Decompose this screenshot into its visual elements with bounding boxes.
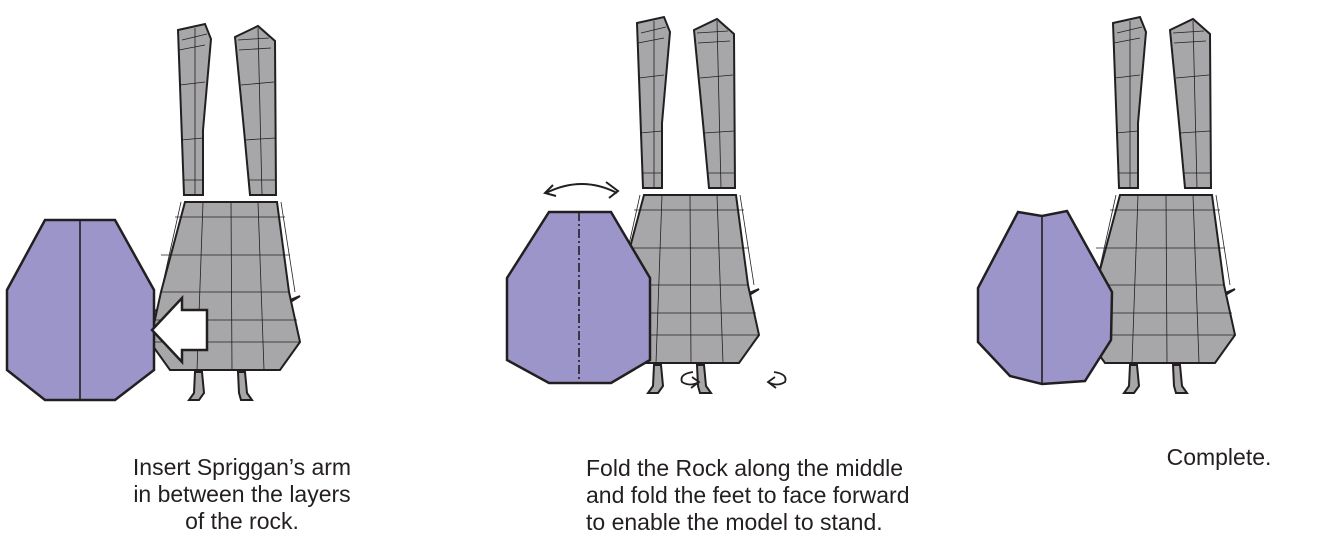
caption-line: of the rock. (131, 508, 353, 535)
caption-line: Insert Spriggan’s arm (131, 454, 353, 481)
step1-caption: Insert Spriggan’s arm in between the lay… (131, 454, 353, 535)
caption-line: to enable the model to stand. (586, 509, 880, 536)
caption-line: Complete. (1134, 444, 1304, 471)
caption-line: and fold the feet to face forward (586, 482, 880, 509)
rotate-arrows-icon (545, 182, 618, 198)
caption-line: in between the layers (131, 481, 353, 508)
step2-caption: Fold the Rock along the middle and fold … (586, 455, 880, 536)
step1-figure (7, 24, 300, 400)
rock-shape (978, 211, 1112, 384)
step3-figure (978, 17, 1235, 393)
step3-caption: Complete. (1134, 444, 1304, 471)
step2-figure (507, 17, 786, 393)
caption-line: Fold the Rock along the middle (586, 455, 880, 482)
